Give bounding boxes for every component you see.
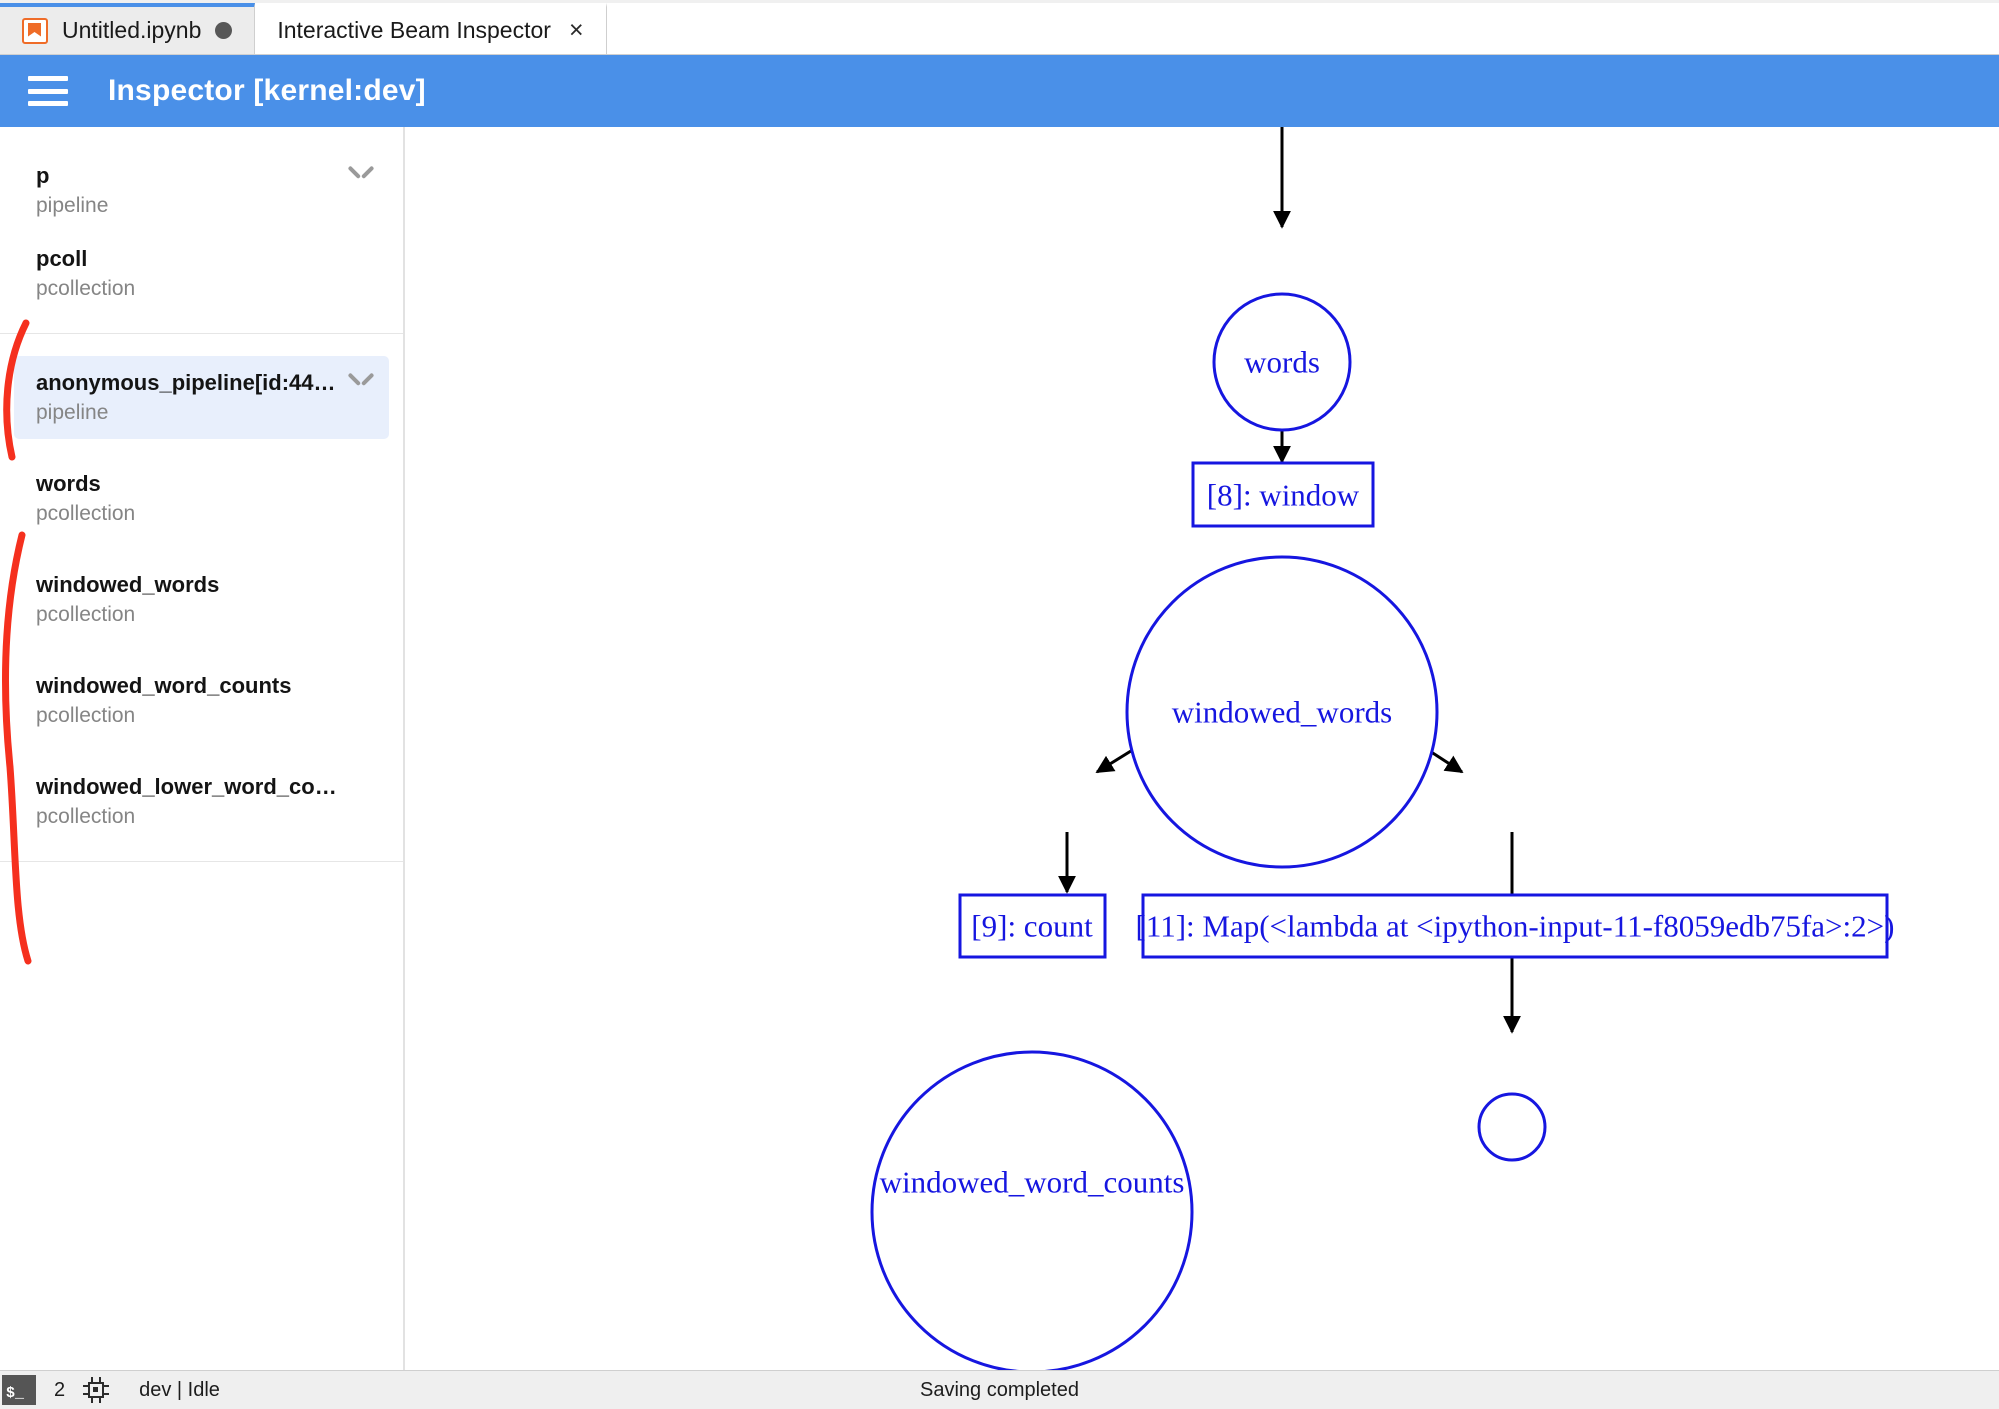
sidebar-item-title: windowed_words [36,572,220,597]
sidebar-item-subtitle: pipeline [36,194,109,217]
close-icon[interactable]: × [568,16,584,44]
tab-bar: Untitled.ipynb Interactive Beam Inspecto… [0,0,1999,55]
sidebar-item-title: anonymous_pipeline[id:44516… [36,370,345,395]
tab-untitled-notebook[interactable]: Untitled.ipynb [0,3,256,54]
sidebar-item-subtitle: pcollection [36,277,136,300]
notebook-icon [22,17,48,44]
terminal-count[interactable]: 2 [54,1378,66,1401]
graph-node-words[interactable] [1212,292,1352,432]
graph-node-windowed-words[interactable] [1125,555,1439,869]
graph-node-label: windowed_word_counts [880,1165,1185,1200]
graph-node-window[interactable] [1191,461,1375,528]
graph-node-map[interactable] [1141,893,1889,959]
pipeline-graph-canvas[interactable]: words [8]: window windowed_words [9]: co… [407,127,1999,1370]
sidebar-item-subtitle: pcollection [36,704,136,727]
sidebar-item-subtitle: pcollection [36,805,136,828]
graph-node-lower-words[interactable] [1477,1092,1547,1162]
sidebar-item-windowed-lower-word-counts[interactable]: windowed_lower_word_counts pcollection [14,760,389,843]
sidebar-item-title: windowed_word_counts [36,673,292,698]
tab-bar-filler [606,3,1999,54]
graph-node-label: [11]: Map(<lambda at <ipython-input-11-f… [1136,909,1895,944]
chevron-down-icon[interactable] [349,372,373,385]
status-bar: $_ 2 dev | Idle Saving completed [0,1370,1999,1409]
inspectables-sidebar[interactable]: p pipeline pcoll pcollection anonymous_p… [0,127,405,1370]
graph-node-windowed-word-counts[interactable] [870,1050,1194,1370]
tab-interactive-beam-inspector[interactable]: Interactive Beam Inspector × [255,3,607,54]
save-status: Saving completed [920,1378,1079,1401]
body-area: p pipeline pcoll pcollection anonymous_p… [0,127,1999,1370]
sidebar-item-windowed-words[interactable]: windowed_words pcollection [14,558,389,641]
graph-node-label: windowed_words [1172,695,1392,730]
graph-node-count[interactable] [958,893,1107,959]
pipeline-graph: words [8]: window windowed_words [9]: co… [870,127,1895,1370]
tab-label: Interactive Beam Inspector [277,17,551,43]
graph-node-label: [8]: window [1207,478,1360,513]
terminal-icon[interactable]: $_ [2,1375,36,1405]
page-title: Inspector [kernel:dev] [108,74,426,107]
graph-node-label: [9]: count [971,909,1093,944]
unsaved-dot-icon[interactable] [215,22,233,39]
sidebar-item-subtitle: pipeline [36,401,109,424]
cpu-icon[interactable] [83,1377,110,1403]
sidebar-item-title: pcoll [36,246,88,271]
tab-label: Untitled.ipynb [62,17,202,43]
sidebar-item-title: windowed_lower_word_counts [36,774,345,799]
hamburger-icon[interactable] [28,76,68,106]
sidebar-item-words[interactable]: words pcollection [14,457,389,540]
kernel-status[interactable]: dev | Idle [139,1378,220,1401]
sidebar-group-p: p pipeline pcoll pcollection [0,127,403,334]
sidebar-item-subtitle: pcollection [36,603,136,626]
sidebar-item-windowed-word-counts[interactable]: windowed_word_counts pcollection [14,659,389,742]
sidebar-group-anonymous-pipeline: anonymous_pipeline[id:44516… pipeline wo… [0,334,403,862]
graph-node-label: words [1244,345,1320,380]
sidebar-item-pcoll[interactable]: pcoll pcollection [14,232,389,315]
sidebar-item-p[interactable]: p pipeline [14,149,389,232]
sidebar-item-subtitle: pcollection [36,502,136,525]
chevron-down-icon[interactable] [349,165,373,178]
sidebar-item-title: p [36,163,50,188]
sidebar-item-title: words [36,471,101,496]
sidebar-item-anonymous-pipeline[interactable]: anonymous_pipeline[id:44516… pipeline [14,356,389,439]
inspector-header: Inspector [kernel:dev] [0,55,1999,127]
